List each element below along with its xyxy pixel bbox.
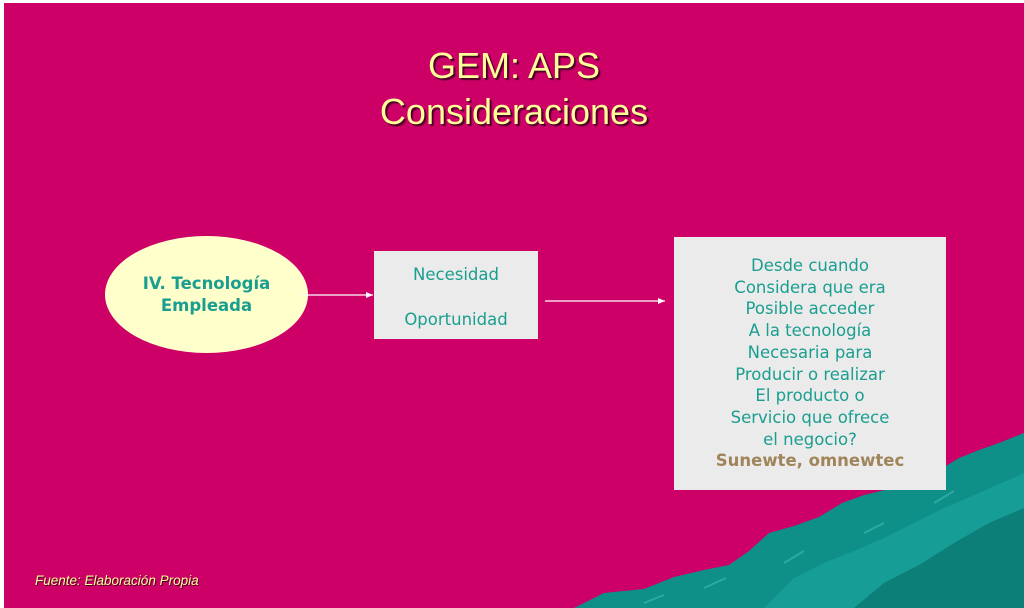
corner-decoration bbox=[574, 433, 1024, 608]
question-line: Posible acceder bbox=[745, 299, 875, 319]
question-line: Producir o realizar bbox=[735, 364, 885, 384]
question-line: A la tecnología bbox=[748, 321, 872, 341]
technology-ellipse: IV. Tecnología Empleada bbox=[105, 236, 308, 353]
need-opportunity-box: Necesidad Oportunidad bbox=[374, 251, 538, 339]
question-box: Desde cuando Considera que era Posible a… bbox=[674, 237, 946, 490]
ellipse-line-1: IV. Tecnología bbox=[142, 273, 271, 293]
question-line: Necesaria para bbox=[747, 342, 873, 362]
question-line: Considera que era bbox=[734, 277, 886, 297]
slide-title-line-2: Consideraciones bbox=[379, 91, 649, 132]
question-line: Servicio que ofrece bbox=[730, 407, 890, 427]
question-line: Desde cuando bbox=[751, 256, 869, 275]
slide: GEM: APS Consideraciones IV. Tecnología … bbox=[4, 3, 1024, 608]
ellipse-line-2: Empleada bbox=[160, 295, 253, 315]
connector-arrows bbox=[302, 292, 665, 304]
source-note: Fuente: Elaboración Propia bbox=[35, 573, 199, 588]
middle-box-line-1: Necesidad bbox=[413, 265, 499, 284]
question-line: El producto o bbox=[755, 386, 865, 406]
answer-line: Sunewte, omnewtec bbox=[715, 451, 905, 471]
question-line: el negocio? bbox=[763, 429, 857, 449]
middle-box-line-2: Oportunidad bbox=[404, 310, 508, 329]
slide-title-line-1: GEM: APS bbox=[427, 45, 601, 86]
